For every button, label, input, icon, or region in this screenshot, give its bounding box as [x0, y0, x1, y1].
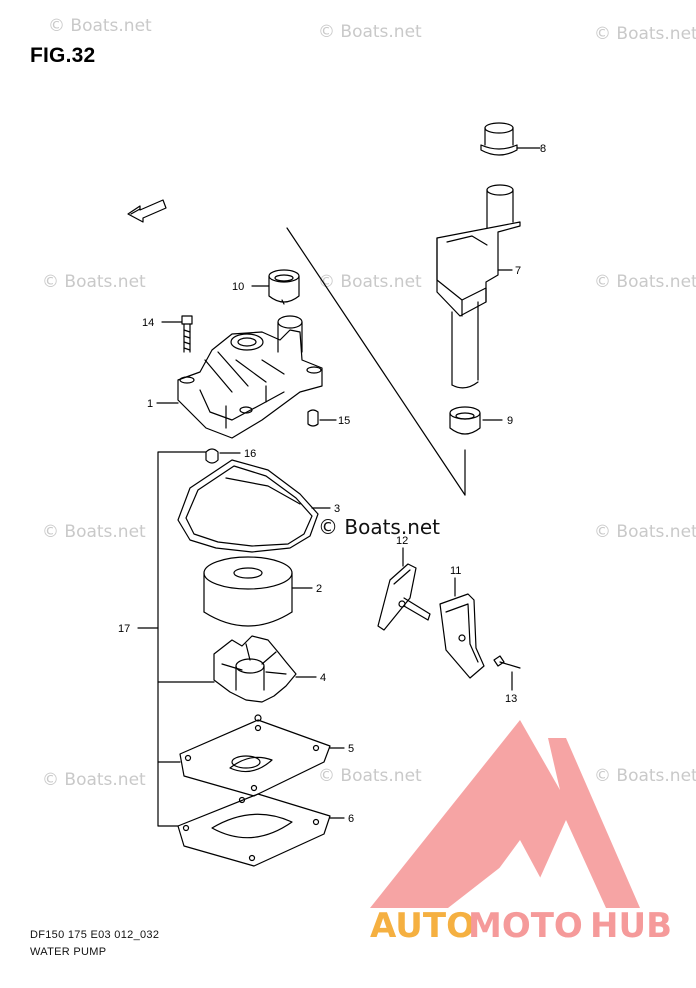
callout-number: 3: [334, 503, 340, 515]
part-12-bracket: [377, 563, 431, 631]
callout-number: 1: [147, 398, 153, 410]
logo-text-moto: MOTO: [468, 906, 583, 946]
watermark: © Boats.net: [594, 766, 696, 786]
part-6-gasket: [177, 793, 331, 867]
callout-number: 2: [316, 583, 322, 595]
part-4-impeller: [213, 635, 297, 722]
watermark-center: © Boats.net: [318, 515, 441, 539]
watermark: © Boats.net: [594, 272, 696, 292]
part-7-water-tube: [436, 184, 521, 389]
callout-number: 6: [348, 813, 354, 825]
part-5-plate: [179, 719, 331, 797]
watermark: © Boats.net: [318, 272, 422, 292]
callout-number: 5: [348, 743, 354, 755]
watermark: © Boats.net: [594, 522, 696, 542]
callout-number: 8: [540, 143, 546, 155]
watermark: © Boats.net: [594, 24, 696, 44]
callout-number: 11: [450, 565, 461, 577]
logo-text-hub: HUB: [590, 906, 672, 946]
watermark: © Boats.net: [42, 522, 146, 542]
part-13-screw: [493, 655, 521, 669]
part-1-pump-case: [177, 315, 323, 439]
figure-code: DF150 175 E03 012_032: [30, 929, 160, 941]
watermark: © Boats.net: [42, 272, 146, 292]
callout-number: 7: [515, 265, 521, 277]
part-11-plate: [439, 593, 485, 679]
part-9-grommet: [449, 406, 481, 435]
part-14-bolt: [181, 315, 193, 353]
callout-number: 15: [338, 415, 350, 427]
part-10-grommet: [268, 269, 300, 305]
watermark: © Boats.net: [318, 766, 422, 786]
watermark: © Boats.net: [318, 22, 422, 42]
callout-number: 10: [232, 281, 244, 293]
callout-number: 4: [320, 672, 326, 684]
divider-line: [286, 227, 466, 496]
figure-title: FIG.32: [30, 44, 96, 67]
part-17-kit-bracket: [137, 451, 215, 827]
automotohub-logo: AUTO MOTO HUB: [370, 720, 672, 946]
callout-number: 9: [507, 415, 513, 427]
part-3-seal-ring: [177, 459, 319, 553]
part-15-pin: [307, 409, 319, 427]
logo-text-auto: AUTO: [370, 906, 475, 946]
callout-number: 14: [142, 317, 154, 329]
figure-name: WATER PUMP: [30, 946, 107, 958]
callout-number: 16: [244, 448, 256, 460]
watermark: © Boats.net: [48, 16, 152, 36]
callout-number: 13: [505, 693, 517, 705]
fwd-arrow-icon: [127, 199, 167, 223]
part-2-liner: [203, 556, 293, 627]
part-16-key: [205, 448, 219, 464]
callout-number: 12: [396, 535, 408, 547]
callout-number: 17: [118, 623, 130, 635]
watermark: © Boats.net: [42, 770, 146, 790]
part-8-grommet: [480, 122, 518, 156]
